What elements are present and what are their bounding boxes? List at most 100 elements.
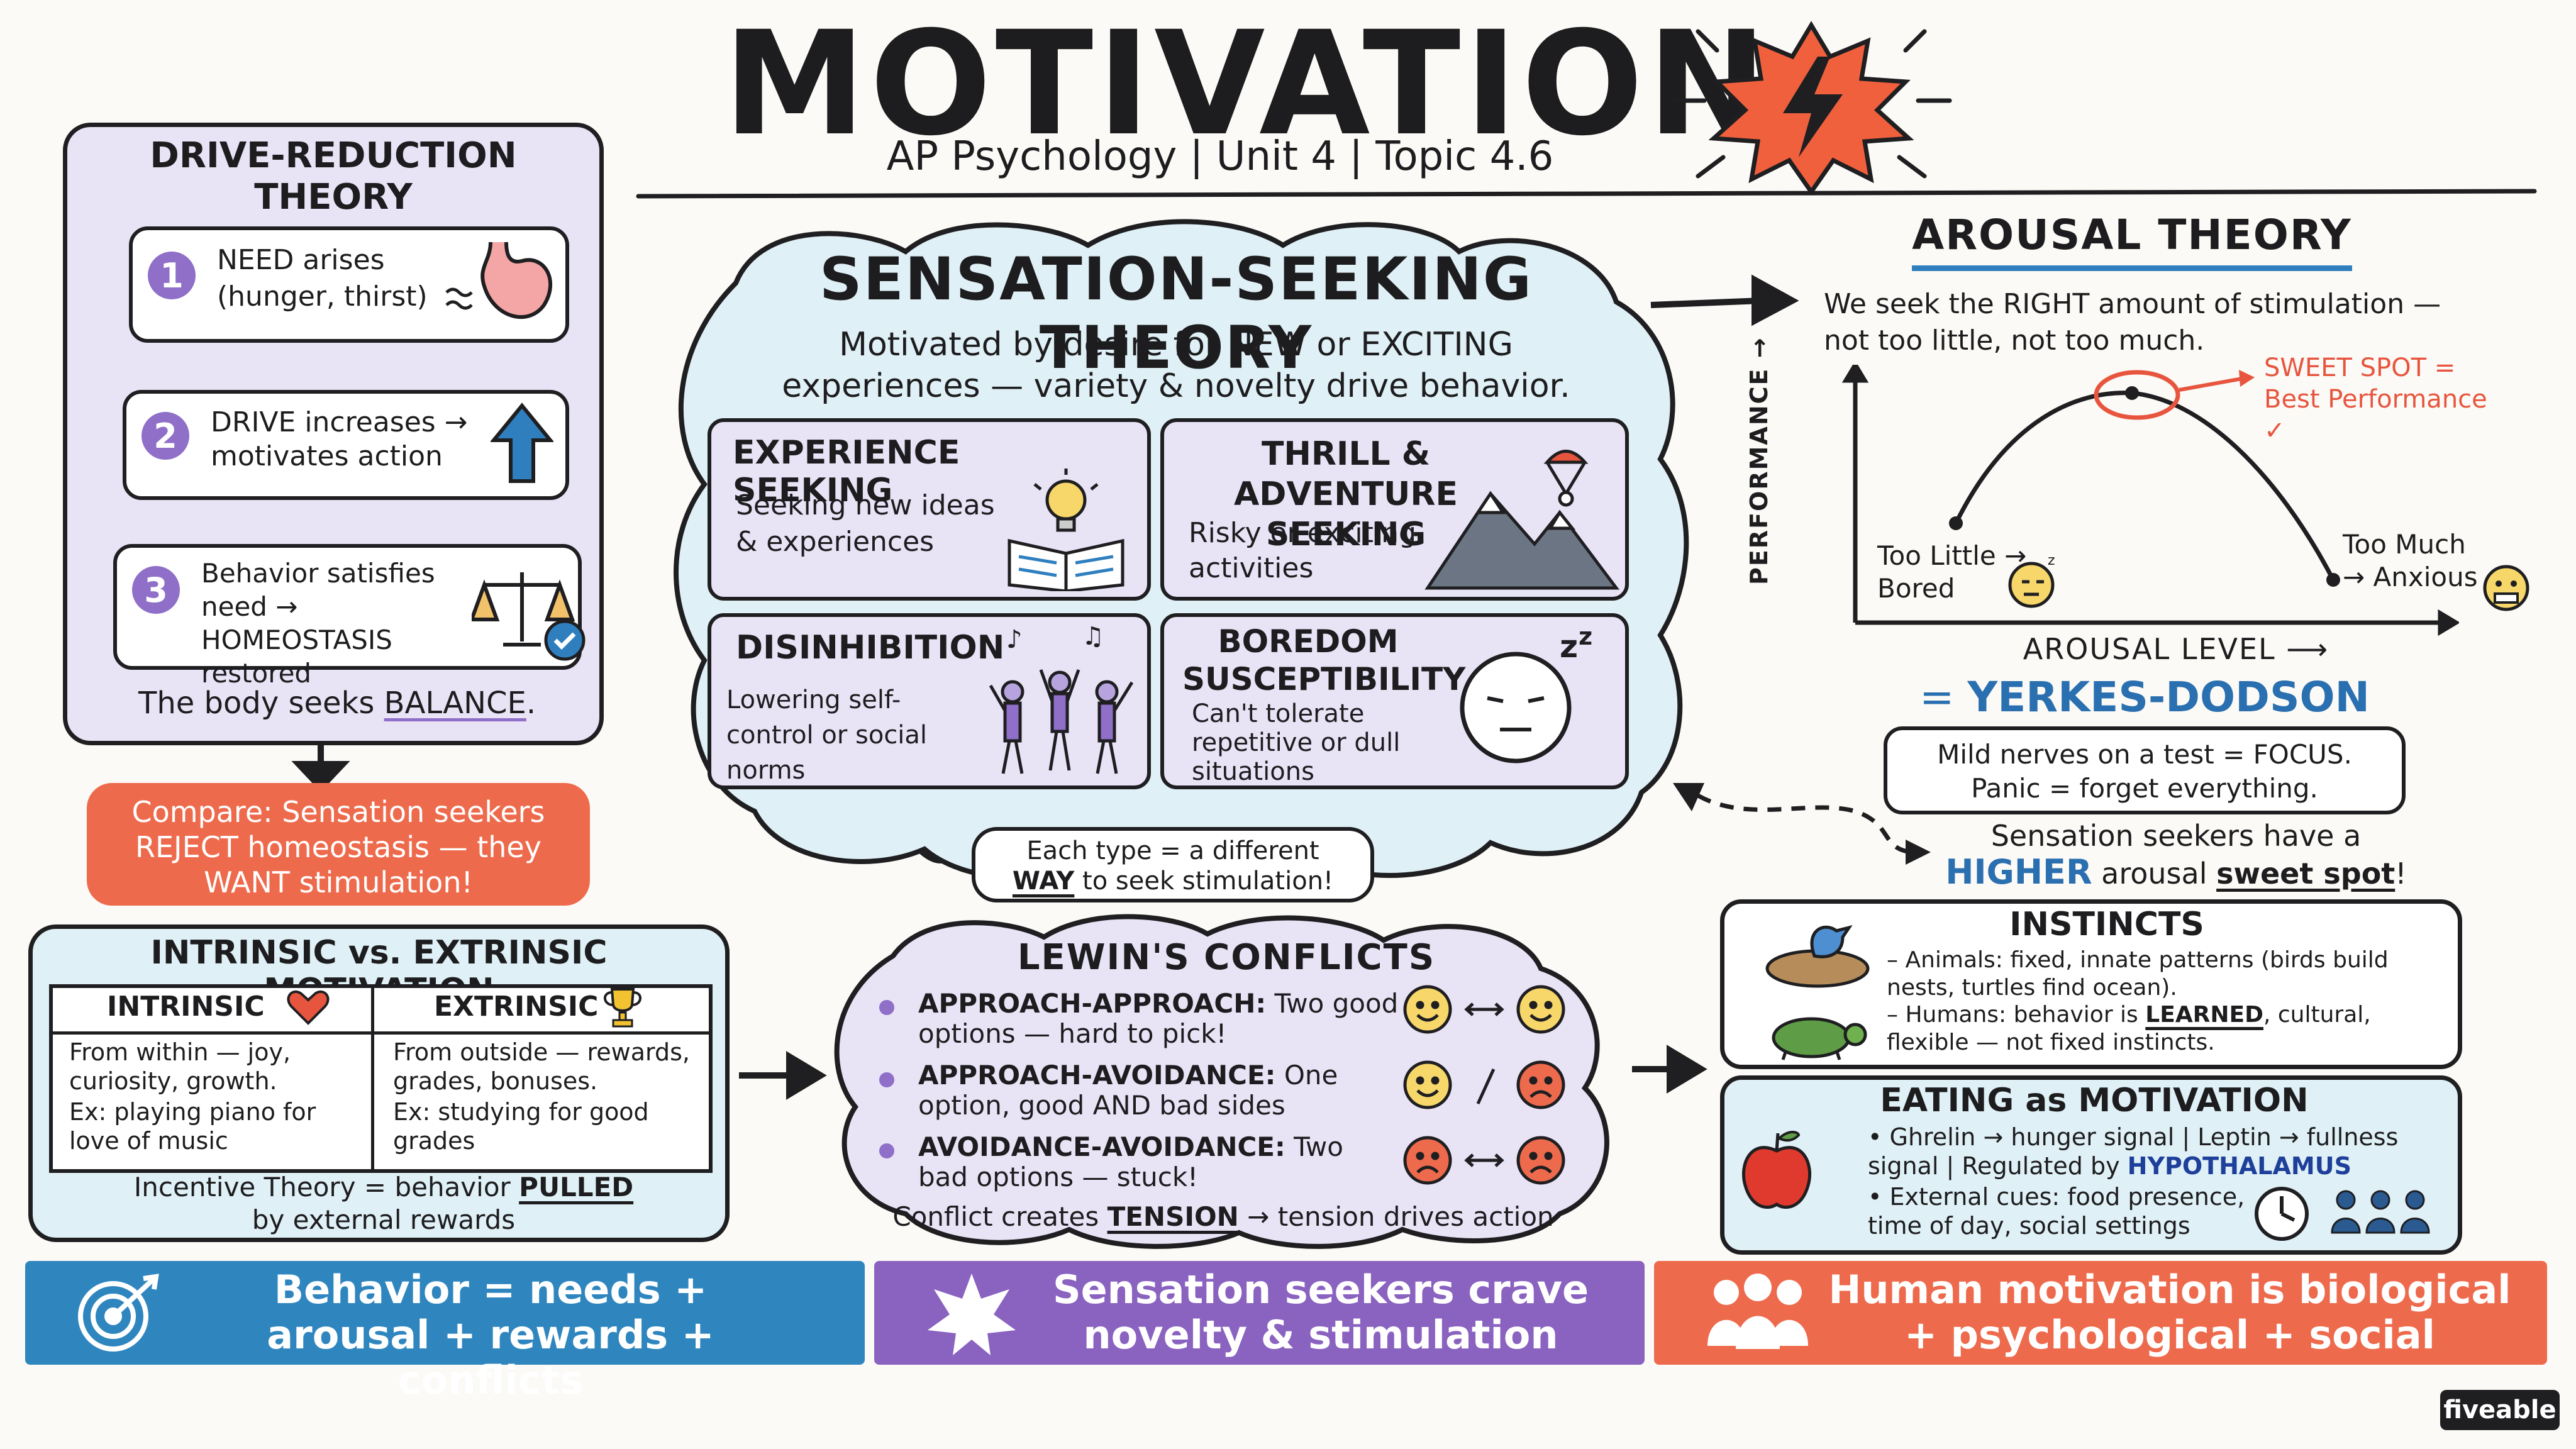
instincts-line1: – Animals: fixed, innate patterns (birds… <box>1887 947 2389 1001</box>
svg-text:z: z <box>1579 626 1592 650</box>
callout-line1: Each type = a different <box>1026 836 1319 865</box>
type-boredom-text: Can't tolerate repetitive or dull situat… <box>1192 699 1401 786</box>
bullet-2 <box>879 1072 894 1087</box>
type-boredom-title: BOREDOM SUSCEPTIBILITY <box>1182 623 1466 697</box>
intrinsic-header: INTRINSIC <box>107 991 265 1023</box>
callout-bubble: Each type = a different WAY to seek stim… <box>972 827 1374 902</box>
incentive-suffix: by external rewards <box>252 1204 516 1235</box>
book-lightbulb-icon <box>1008 469 1124 591</box>
callout-way: WAY <box>1012 867 1075 896</box>
type-experience-text: Seeking new ideas & experiences <box>736 489 995 558</box>
conflict-3-text: Two bad options — stuck! <box>918 1131 1343 1192</box>
yerkes-dodson-curve <box>1841 365 2459 636</box>
eating-line1: • Ghrelin → hunger signal | Leptin → ful… <box>1868 1123 2446 1180</box>
arousal-description: We seek the RIGHT amount of stimulation … <box>1824 288 2441 357</box>
mountain-parachute-icon <box>1424 450 1619 590</box>
step-behavior <box>113 544 582 670</box>
apple-icon <box>1741 1131 1812 1209</box>
seekers-note: Sensation seekers have a HIGHER arousal … <box>1924 818 2428 892</box>
banner-sensation <box>874 1261 1645 1365</box>
step-number-1: 1 <box>148 252 196 299</box>
eating-title: EATING as MOTIVATION <box>1880 1082 2309 1119</box>
balance-suffix: . <box>526 686 536 721</box>
fiveable-logo: fiveable <box>2440 1390 2560 1430</box>
type-thrill-title: THRILL & ADVENTURE SEEKING <box>1234 435 1458 553</box>
step-number-3: 3 <box>132 566 180 614</box>
dancing-people-icon: ♪♫ <box>989 623 1134 774</box>
svg-text:z: z <box>1560 628 1578 665</box>
step-drive <box>123 390 569 500</box>
conflict-1-text: Two good options — hard to pick! <box>918 988 1399 1049</box>
trophy-icon <box>604 988 641 1028</box>
step-need-text: NEED arises (hunger, thirst) <box>217 244 428 313</box>
step-behavior-text: Behavior satisfies need → HOMEOSTASIS re… <box>201 558 435 689</box>
sweet-spot-label: SWEET SPOT = Best Performance ✓ <box>2264 353 2487 445</box>
instincts-line2: – Humans: behavior is LEARNED, cultural,… <box>1887 1001 2440 1057</box>
comparison-table <box>49 984 713 1173</box>
starburst-icon <box>928 1274 1016 1355</box>
too-much-label: Too Much → Anxious <box>2343 529 2478 592</box>
law-example-2: Panic = forget everything. <box>1971 773 2318 804</box>
banner-human <box>1654 1261 2547 1365</box>
conflict-approach-approach: APPROACH-APPROACH: Two good options — ha… <box>918 989 1402 1049</box>
conflict-avoidance-avoidance: AVOIDANCE-AVOIDANCE: Two bad options — s… <box>918 1132 1396 1192</box>
conflict-1-label: APPROACH-APPROACH: <box>918 988 1267 1019</box>
conflict-approach-avoidance: APPROACH-AVOIDANCE: One option, good AND… <box>918 1060 1415 1121</box>
balance-word: BALANCE <box>384 686 526 721</box>
anxious-face-icon <box>2483 565 2529 611</box>
scales-icon <box>472 572 586 661</box>
page-title: MOTIVATION <box>723 0 1771 167</box>
extrinsic-example: Ex: studying for good grades <box>393 1098 649 1155</box>
nest-turtle-icon <box>1765 925 1870 1060</box>
bullet-3 <box>879 1143 894 1158</box>
conflict-3-label: AVOIDANCE-AVOIDANCE: <box>918 1131 1285 1162</box>
compare-note: Compare: Sensation seekers REJECT homeos… <box>87 783 590 906</box>
seekers-line1: Sensation seekers have a <box>1990 819 2362 853</box>
callout-line2: to seek stimulation! <box>1082 867 1334 896</box>
conflict-2-label: APPROACH-AVOIDANCE: <box>918 1060 1276 1091</box>
eating-line1-prefix: • Ghrelin → hunger signal | Leptin → ful… <box>1868 1123 2399 1180</box>
instincts-title: INSTINCTS <box>2009 906 2204 943</box>
table-divider-v <box>371 984 374 1173</box>
y-axis-label: PERFORMANCE → <box>1745 336 1773 585</box>
svg-text:♫: ♫ <box>1082 623 1104 651</box>
type-experience-title: EXPERIENCE SEEKING <box>733 434 960 509</box>
step-number-2: 2 <box>142 412 189 460</box>
balance-line: The body seeks BALANCE. <box>138 686 579 721</box>
seekers-sweet: sweet spot <box>2216 857 2396 891</box>
x-axis-label: AROUSAL LEVEL ⟶ <box>2023 632 2329 666</box>
arousal-title: AROUSAL THEORY <box>1912 211 2352 271</box>
sensation-description: Motivated by desire for NEW or EXCITING … <box>782 326 1570 405</box>
conflict-2-text: One option, good AND bad sides <box>918 1060 1338 1121</box>
intrinsic-text: From within — joy, curiosity, growth. <box>69 1038 291 1095</box>
up-arrow-icon <box>491 402 553 483</box>
incentive-prefix: Incentive Theory = behavior <box>133 1172 511 1202</box>
eating-line2: • External cues: food presence, time of … <box>1868 1183 2245 1240</box>
law-example-1: Mild nerves on a test = FOCUS. <box>1937 739 2352 770</box>
type-thrill-text: Risky or exciting activities <box>1189 517 1416 584</box>
bored-face-icon: z <box>2008 553 2055 608</box>
banner-human-text: Human motivation is biological + psychol… <box>1828 1267 2511 1358</box>
step-drive-text: DRIVE increases → motivates action <box>211 406 468 472</box>
table-divider-h <box>49 1031 713 1035</box>
sensation-title: SENSATION-SEEKING THEORY <box>819 245 1533 382</box>
banner-behavior-text: Behavior = needs + arousal + rewards + c… <box>267 1267 714 1403</box>
lightning-burst-icon <box>1670 21 1952 196</box>
intrinsic-example: Ex: playing piano for love of music <box>69 1098 316 1155</box>
lewin-footer-suffix: → tension drives action <box>1247 1201 1554 1232</box>
conflict-faces-icons <box>1403 985 1565 1185</box>
lewin-footer: Conflict creates TENSION → tension drive… <box>868 1201 1579 1232</box>
stomach-icon <box>445 242 552 319</box>
type-disinhibition-title: DISINHIBITION <box>736 629 1005 667</box>
banner-behavior <box>25 1261 865 1365</box>
type-thrill <box>1160 418 1629 601</box>
instincts-line2-suffix: , cultural, flexible — not fixed instinc… <box>1887 1002 2371 1055</box>
lewin-footer-word: TENSION <box>1107 1201 1239 1232</box>
type-disinhibition-text: Lowering self-control or social norms <box>726 686 928 785</box>
people-icon <box>1707 1274 1808 1349</box>
svg-text:♪: ♪ <box>1006 625 1023 654</box>
seekers-higher: HIGHER <box>1945 852 2092 892</box>
drive-reduction-title: DRIVE-REDUCTION THEORY <box>150 135 517 218</box>
extrinsic-header: EXTRINSIC <box>434 991 599 1023</box>
